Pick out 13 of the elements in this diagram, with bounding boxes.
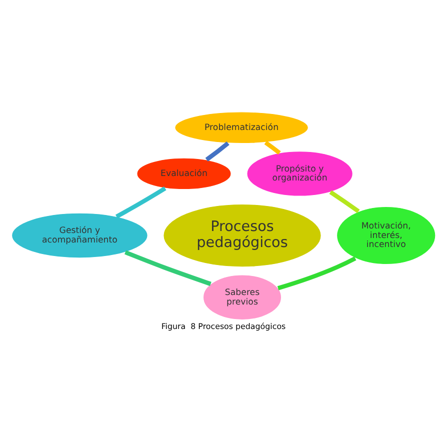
connector [205, 141, 230, 161]
connector [277, 256, 356, 290]
connector [264, 140, 281, 154]
node-ellipse: Procesos pedagógicos [162, 203, 322, 267]
connector [124, 250, 212, 286]
connector [329, 190, 360, 213]
node-ellipse: Problematización [174, 111, 309, 144]
node-ellipse: Saberes previos [202, 274, 282, 320]
connector [115, 186, 166, 218]
node-ellipse: Propósito y organización [246, 150, 354, 196]
node-ellipse: Motivación, interés, incentivo [336, 206, 436, 264]
node-ellipse: Gestión y acompañamiento [11, 212, 148, 258]
node-ellipse: Evaluación [136, 157, 232, 190]
